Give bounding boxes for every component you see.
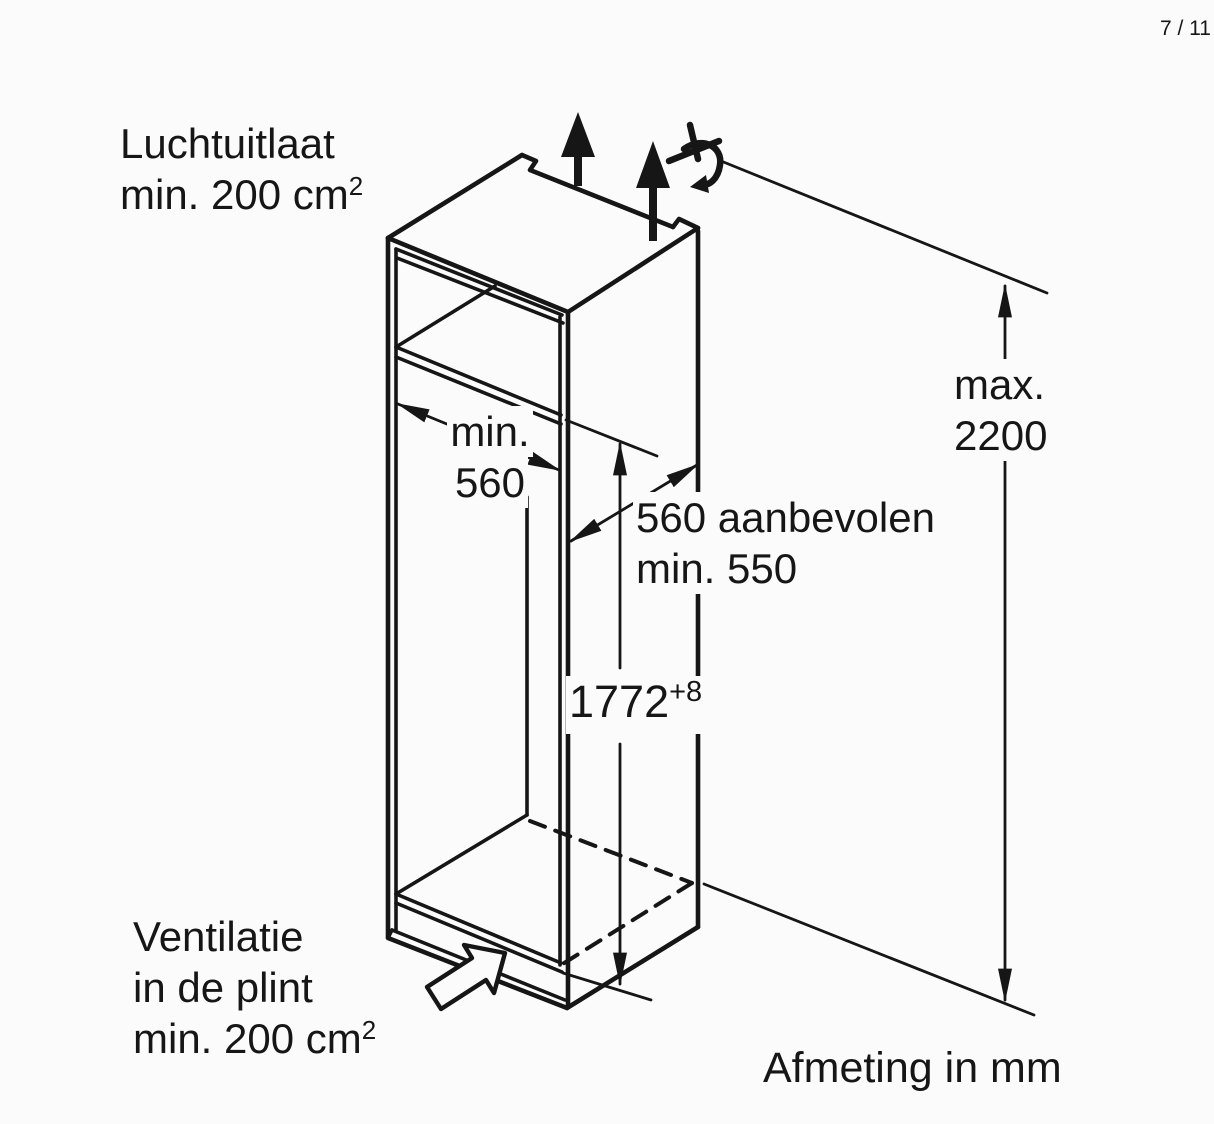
niche-width-label: min. 560 (430, 406, 550, 508)
niche-depth-line1: 560 aanbevolen (633, 492, 938, 543)
plinth-airflow-arrow-icon (424, 942, 508, 1012)
units-note: Afmeting in mm (763, 1044, 1062, 1092)
air-outlet-line1: Luchtuitlaat (120, 120, 335, 167)
page-indicator: 7 / 11 (1160, 17, 1211, 40)
niche-depth-label: 560 aanbevolen min. 550 (633, 492, 938, 594)
max-height-line1: max. (951, 359, 1049, 410)
hidden-floor-edges (528, 819, 694, 967)
niche-height-label: 1772+8 (566, 676, 706, 734)
plinth-vent-line2: in de plint (133, 964, 313, 1011)
plinth-vent-line1: Ventilatie (133, 913, 304, 960)
plinth-vent-line3: min. 200 cm2 (133, 1015, 377, 1062)
air-outlet-label: Luchtuitlaat min. 200 cm2 (120, 118, 363, 226)
airflow-up-arrows-icon (561, 112, 670, 241)
niche-height-value: 1772+8 (566, 676, 706, 734)
plinth-vent-label: Ventilatie in de plint min. 200 cm2 (133, 911, 376, 1070)
niche-height-tolerance: +8 (669, 676, 703, 708)
air-outlet-sup: 2 (348, 171, 364, 201)
niche-width-line1: min. (447, 406, 533, 457)
cabinet-interior-lines (386, 247, 567, 1002)
niche-depth-line2: min. 550 (633, 543, 801, 594)
niche-width-line2: 560 (451, 457, 529, 508)
max-height-line2: 2200 (951, 410, 1051, 461)
airflow-over-top-icon (665, 121, 724, 193)
air-outlet-line2: min. 200 cm2 (120, 171, 364, 218)
plinth-vent-sup: 2 (361, 1015, 377, 1045)
max-height-label: max. 2200 (951, 359, 1051, 461)
extension-lines (561, 159, 1049, 1017)
